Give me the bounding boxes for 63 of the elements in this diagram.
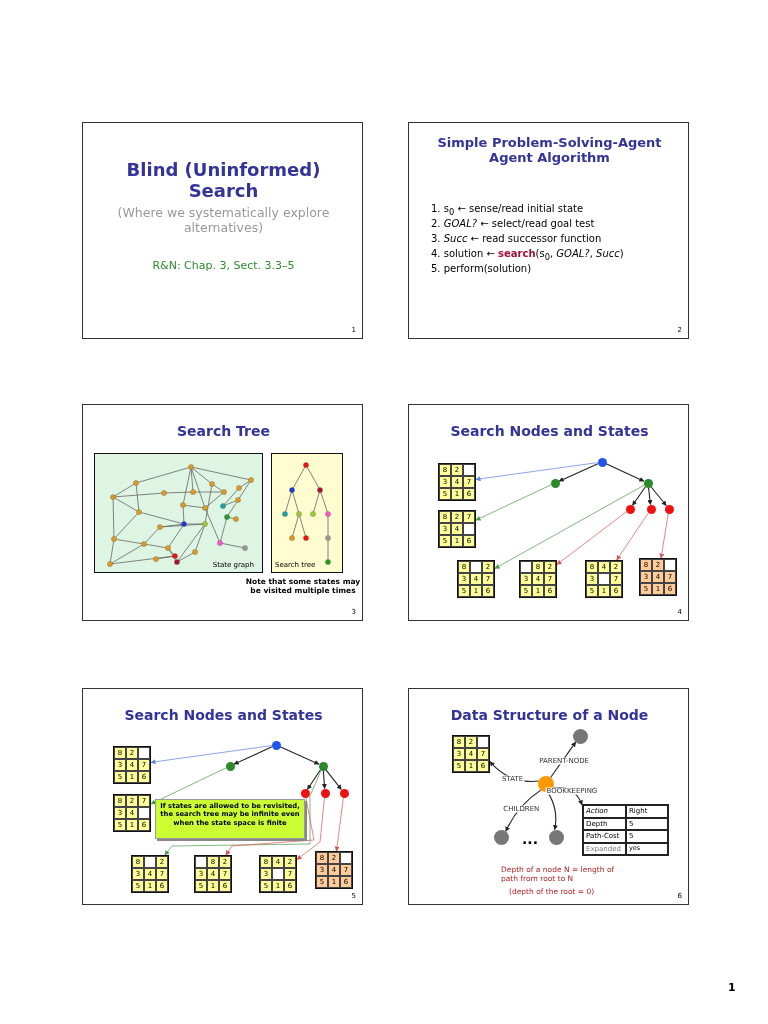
list-item: 4. solution ← search(s$_{0}$, GOAL?, Succ) [431, 248, 624, 262]
arrow [321, 769, 327, 790]
list-item: 1. s$_{0}$ ← sense/read initial state [431, 203, 584, 217]
slide-card [82, 122, 363, 339]
tree-node-dot [646, 504, 656, 514]
slide-card [408, 122, 689, 339]
arrow [558, 463, 599, 482]
slide-title: Data Structure of a Node [449, 707, 650, 723]
arrow [505, 789, 542, 832]
arrow [550, 741, 577, 778]
puzzle-grid [194, 855, 232, 893]
tree-node-dot [271, 740, 281, 750]
arrow [279, 746, 320, 765]
tree-node-dot [225, 761, 235, 771]
puzzle-grid [131, 855, 169, 893]
puzzle-grid [452, 735, 490, 773]
tree-node-dot [572, 728, 588, 744]
arrow [647, 486, 653, 506]
slide-title: Blind (Uninformed) Search [125, 159, 322, 201]
tree-node-dot [300, 788, 310, 798]
tree-node-dot [493, 829, 509, 845]
list-item: 2. GOAL? ← select/read goal test [431, 218, 595, 229]
slide-card [408, 688, 689, 905]
subtitle: (Where we systematically explore alternatives) [116, 205, 331, 235]
slide-card [82, 404, 363, 621]
tree-node-dot [320, 788, 330, 798]
puzzle-grid [315, 851, 353, 889]
tree-node-dot [548, 829, 564, 845]
tree-node-dot [625, 504, 635, 514]
tree-node-dot [643, 478, 653, 488]
arrow [632, 486, 646, 506]
arrow [650, 485, 667, 507]
puzzle-grid [585, 560, 623, 598]
slide-card [408, 404, 689, 621]
tree-node-dot [664, 504, 674, 514]
slide-title: Search Nodes and States [123, 707, 324, 723]
puzzle-grid [438, 510, 476, 548]
slide-title: Search Nodes and States [449, 423, 650, 439]
data-table [582, 804, 669, 856]
slide-title: Search Tree [176, 423, 271, 439]
list-item: 5. perform(solution) [431, 263, 532, 274]
arrow [233, 746, 273, 765]
puzzle-grid [457, 560, 495, 598]
arrow [605, 463, 645, 482]
arrow [306, 769, 322, 790]
tree-node-dot [550, 478, 560, 488]
tree-node-dot [318, 761, 328, 771]
puzzle-grid [438, 463, 476, 501]
puzzle-grid [113, 746, 151, 784]
puzzle-grid [259, 855, 297, 893]
slide-title: Simple Problem-Solving-Agent Agent Algorithm [436, 135, 663, 165]
ellipsis-text: ... [522, 832, 538, 846]
arrow [325, 769, 342, 790]
puzzle-grid [639, 558, 677, 596]
reference-text: R&N: Chap. 3, Sect. 3.3–5 [151, 259, 296, 272]
page-number: 1 [728, 982, 736, 993]
slide-card [82, 688, 363, 905]
list-item: 3. Succ ← read successor function [431, 233, 602, 244]
arrow [489, 761, 540, 782]
puzzle-grid [519, 560, 557, 598]
puzzle-grid [113, 794, 151, 832]
tree-node-dot [597, 457, 607, 467]
tree-node-dot [339, 788, 349, 798]
